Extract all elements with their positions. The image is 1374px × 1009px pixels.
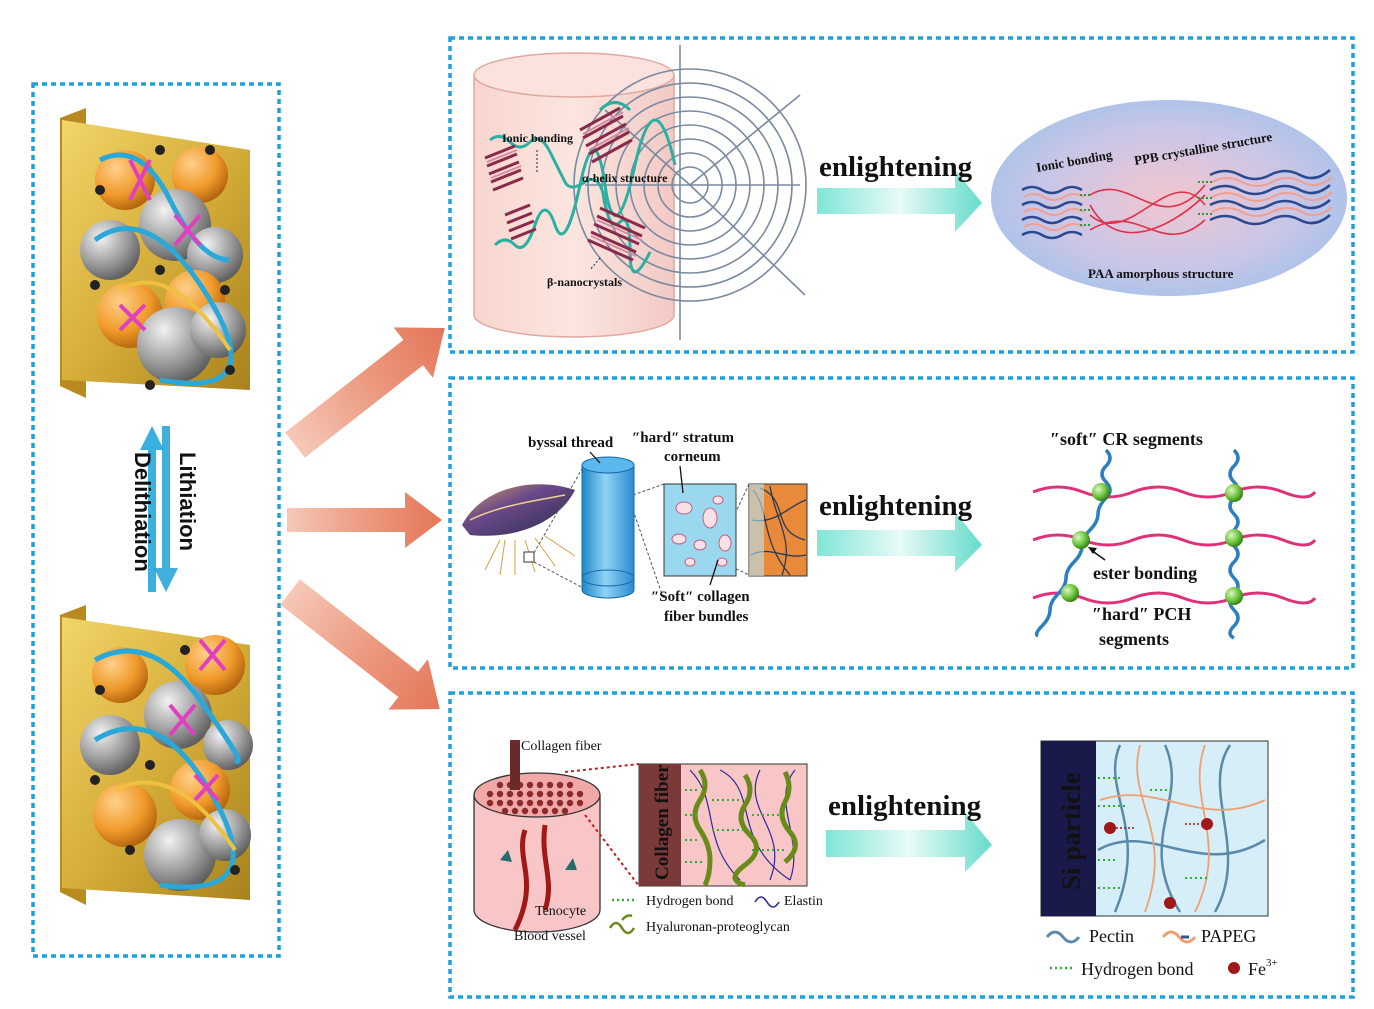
result-segments: segments	[1099, 629, 1169, 649]
label-hard-stratum: ″hard″ stratum	[632, 430, 734, 446]
si-legend: Pectin PAPEG Hydrogen bond Fe3+	[1045, 926, 1278, 979]
legend-hyaluronan: Hyaluronan-proteoglycan	[646, 920, 790, 935]
zoom-lines-tendon	[564, 763, 640, 887]
legend-papeg: PAPEG	[1201, 926, 1256, 946]
label-alpha-helix: α-helix structure	[582, 171, 668, 185]
electrode-illustration-bottom	[60, 605, 253, 905]
legend-pectin: Pectin	[1089, 926, 1134, 946]
result-paa-amorphous: PAA amorphous structure	[1088, 266, 1234, 281]
label-fiber-bundles: fiber bundles	[664, 609, 748, 625]
enlightening-arrow-3	[826, 812, 992, 872]
mussel-illustration	[462, 484, 576, 576]
panel-spider-silk: Ionic bonding α-helix structure β-nanocr…	[448, 36, 1355, 354]
collagen-zoom-box: Collagen fiber	[638, 763, 808, 888]
pink-arrow-down	[280, 579, 440, 710]
label-ionic-bonding: Ionic bonding	[502, 131, 573, 145]
result-hard-pch: ″hard″ PCH	[1092, 604, 1191, 624]
legend-hydrogen-bond: Hydrogen bond	[646, 894, 734, 909]
tendon-cylinder	[473, 740, 601, 933]
label-blood-vessel: Blood vessel	[514, 929, 586, 944]
lithiation-label: Lithiation	[175, 452, 200, 551]
label-collagen-fiber-vertical: Collagen fiber	[652, 764, 673, 880]
enlightening-label-3: enlightening	[828, 790, 982, 822]
silk-chains	[484, 101, 677, 274]
pink-arrow-up	[285, 327, 445, 458]
enlightening-arrow-2	[817, 512, 982, 572]
panel-spider-silk-border	[448, 36, 1355, 354]
byssal-thread-cylinder	[581, 456, 635, 599]
stratum-square	[663, 483, 737, 577]
label-si-particle: Si particle	[1056, 772, 1086, 890]
result-soft-cr: ″soft″ CR segments	[1050, 429, 1203, 449]
left-panel: Lithiation Delithiation	[31, 82, 281, 958]
result-ester-bonding: ester bonding	[1093, 563, 1197, 583]
collagen-network	[748, 483, 808, 577]
legend-fe: Fe3+	[1248, 957, 1278, 979]
label-soft-collagen: ″Soft″ collagen	[651, 589, 750, 605]
result-ellipse-silk: Ionic bonding PPB crystalline structure …	[991, 100, 1347, 296]
label-beta-nanocrystals: β-nanocrystals	[547, 275, 622, 289]
polymer-network-mussel	[1032, 448, 1317, 640]
lithiation-arrow: Lithiation Delithiation	[130, 426, 200, 592]
legend-elastin: Elastin	[784, 894, 823, 909]
label-collagen-fiber-top: Collagen fiber	[521, 739, 602, 754]
enlightening-arrow-1	[817, 170, 982, 232]
label-tenocyte: Tenocyte	[535, 904, 586, 919]
label-byssal-thread: byssal thread	[528, 435, 614, 451]
left-panel-border	[31, 82, 281, 958]
pink-arrow-mid	[287, 492, 442, 548]
label-corneum: corneum	[664, 449, 721, 465]
enlightening-label-2: enlightening	[819, 490, 973, 522]
panel-mussel-border	[448, 376, 1355, 670]
panel-tendon: Collagen fiber Tenocyte Blood vessel	[448, 691, 1355, 999]
electrode-illustration-top	[60, 108, 250, 398]
panel-tendon-border	[448, 691, 1355, 999]
tendon-legend: Hydrogen bond Elastin Hyaluronan-proteog…	[608, 894, 823, 935]
delithiation-label: Delithiation	[130, 452, 155, 572]
si-particle-box: Si particle	[1040, 740, 1269, 917]
enlightening-label-1: enlightening	[819, 151, 973, 183]
panel-mussel: byssal thread ″hard″ stratum corneum ″So…	[448, 376, 1355, 670]
pink-arrows	[280, 327, 445, 710]
legend-hydrogen-bond-si: Hydrogen bond	[1081, 959, 1193, 979]
